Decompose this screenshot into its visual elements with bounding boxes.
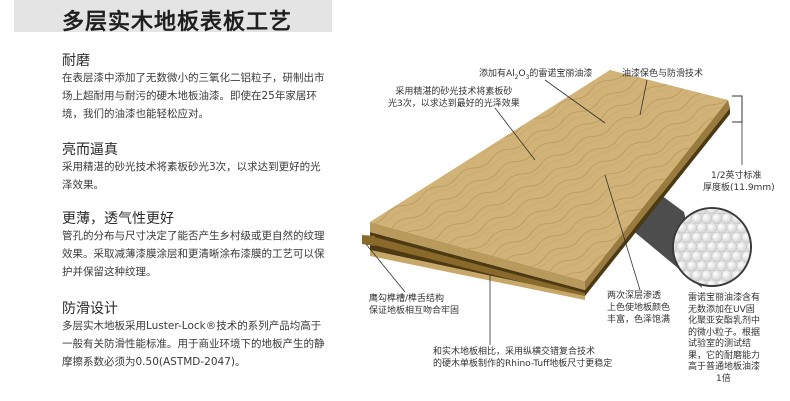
- particle-bead: [752, 213, 762, 223]
- board-core-layer-light: [370, 236, 585, 298]
- particle-bead: [691, 213, 703, 224]
- annotation-stain: 两次深层渗透 上色使地板颜色 丰富，色泽饱满: [607, 291, 671, 325]
- particle-bead: [696, 222, 708, 234]
- particle-bead: [736, 209, 748, 215]
- annotation-sanding: 采用精湛的砂光技术将素板砂 光3次，以求达到最好的光泽效果: [388, 87, 520, 109]
- particle-bead: [701, 232, 713, 243]
- particle-bead: [706, 241, 718, 253]
- section-line: 护并保留这种纹理。: [62, 266, 157, 278]
- particle-bead: [706, 222, 718, 234]
- particle-bead: [721, 251, 733, 262]
- particle-bead: [691, 232, 703, 243]
- section-heading-thin: 更薄，透气性更好: [62, 211, 174, 227]
- leader-paint: [639, 79, 648, 116]
- annotation-thickness: 1/2英寸标准 厚度板(11.9mm): [703, 171, 775, 193]
- particle-bead: [676, 279, 688, 285]
- leader-tongue: [365, 243, 406, 293]
- particle-bead: [716, 241, 728, 253]
- section-line: 摩擦系数必须为0.50(ASTMD-2047)。: [62, 356, 246, 368]
- particle-bead: [752, 251, 762, 261]
- particle-bead: [721, 270, 733, 281]
- particle-bead: [701, 213, 713, 224]
- particle-bead: [701, 270, 713, 281]
- section-line: 管孔的分布与尺寸决定了能否产生乡村级或更自然的纹理: [62, 230, 325, 242]
- annotation-uv: 雷诺宝丽油漆含有 无数添加在UV固 化聚亚安酯乳剂中 的微小粒子。根据 试验室的…: [688, 293, 761, 384]
- page-title: 多层实木地板表板工艺: [62, 10, 293, 35]
- particle-bead: [746, 279, 750, 285]
- particle-bead: [746, 209, 750, 215]
- annotation-al2o3: 添加有Al2O3的雷诺宝丽油漆: [479, 69, 593, 81]
- section-heading-gloss: 亮而逼真: [62, 142, 118, 158]
- particle-bead: [741, 270, 750, 281]
- particle-bead: [721, 232, 733, 243]
- section-line: 一般有关防滑性能标准。用于商业环境下的地板产生的静: [62, 338, 325, 350]
- particle-bead: [674, 279, 678, 285]
- particle-bead: [711, 232, 723, 243]
- particle-bead: [686, 222, 698, 234]
- section-body-wear: 在表层漆中添加了无数微小的三氧化二铝粒子，研制出市 场上超耐用与耐污的硬木地板油…: [62, 69, 362, 123]
- thickness-bracket: [732, 95, 743, 123]
- board-tongue: [362, 235, 375, 246]
- particle-bead: [691, 270, 703, 281]
- particle-bead: [696, 260, 708, 272]
- board-front-edge: [370, 222, 585, 290]
- particle-bead: [681, 232, 693, 243]
- particle-bead: [726, 260, 738, 272]
- leader-stain: [604, 174, 641, 291]
- particle-bead: [676, 241, 688, 253]
- particle-bead: [731, 251, 743, 262]
- leader-al2o3: [544, 79, 606, 124]
- particle-bead: [741, 213, 750, 224]
- section-body-thin: 管孔的分布与尺寸决定了能否产生乡村级或更自然的纹理 效果。采取减薄漆膜涂层和更清…: [62, 227, 362, 281]
- section-body-gloss: 采用精湛的砂光技术将素板砂光3次，以求达到更好的光 泽效果。: [62, 158, 362, 194]
- section-line: 效果。采取减薄漆膜涂层和更清晰涂布漆膜的工艺可以保: [62, 248, 325, 260]
- particle-bead: [726, 222, 738, 234]
- particle-bead: [711, 251, 723, 262]
- annotation-paint-protect: 油漆保色与防滑技术: [622, 69, 704, 79]
- annotation-cross: 和实木地板相比，采用纵横交错复合技术 的硬木单板制作的Rhino-Tuff地板尺…: [433, 347, 613, 369]
- particle-bead: [691, 251, 703, 262]
- particle-bead: [726, 241, 738, 253]
- particle-bead: [681, 251, 693, 262]
- section-line: 场上超耐用与耐污的硬木地板油漆。即使在25年家居环: [62, 90, 317, 102]
- particle-bead: [731, 232, 743, 243]
- particle-bead: [711, 213, 723, 224]
- particle-bead: [746, 241, 750, 253]
- section-heading-wear: 耐磨: [62, 53, 90, 69]
- leader-sanding: [494, 107, 536, 161]
- particle-bead: [686, 241, 698, 253]
- particle-bead: [716, 260, 728, 272]
- particle-bead: [752, 270, 762, 280]
- particle-bead: [674, 270, 683, 281]
- particle-bead: [752, 232, 762, 242]
- section-heading-antislip: 防滑设计: [62, 301, 118, 317]
- particle-bead: [736, 241, 748, 253]
- annotation-tongue: 鹰勾榫槽/榫舌结构 保证地板相互吻合牢固: [369, 294, 460, 316]
- particle-bead: [716, 222, 728, 234]
- particle-bead: [711, 270, 723, 281]
- particle-bead: [696, 241, 708, 253]
- section-line: 境，我们的油漆也能轻松应对。: [62, 108, 209, 120]
- section-line: 在表层漆中添加了无数微小的三氧化二铝粒子，研制出市: [62, 72, 325, 84]
- section-body-antislip: 多层实木地板采用Luster-Lock®技术的系列产品均高于 一般有关防滑性能标…: [62, 317, 362, 371]
- particle-bead: [706, 260, 718, 272]
- section-line: 多层实木地板采用Luster-Lock®技术的系列产品均高于: [62, 320, 322, 332]
- particle-bead: [736, 279, 748, 285]
- particle-bead: [686, 260, 698, 272]
- board-bottom: [370, 250, 585, 300]
- section-line: 采用精湛的砂光技术将素板砂光3次，以求达到更好的光: [62, 161, 321, 173]
- title-bar: [14, 0, 332, 32]
- particle-bead: [701, 251, 713, 262]
- section-line: 泽效果。: [62, 179, 104, 191]
- particle-bead: [721, 213, 733, 224]
- board-side-edge: [585, 100, 730, 290]
